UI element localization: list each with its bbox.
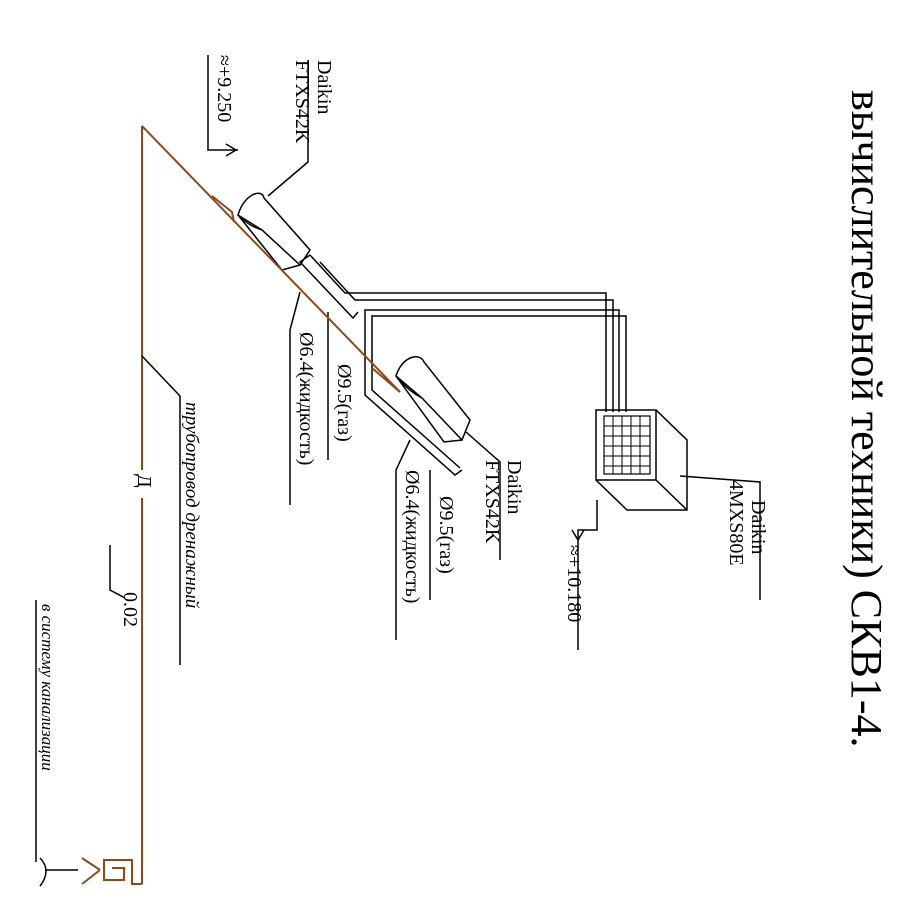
indoor-unit-a-body — [237, 192, 311, 267]
indoor-unit-a-front — [237, 214, 263, 231]
indoor-unit-b-brand: Daikin — [503, 460, 525, 514]
diagram-title: вычислительной техники) СКВ1-4. — [842, 90, 891, 747]
indoor-unit-b-body — [395, 356, 471, 442]
outdoor-unit: Daikin 4MXS80E ≈+10.180 — [563, 409, 769, 650]
indoor-a-level-leader — [207, 55, 238, 151]
sewer-symbol — [39, 857, 47, 887]
indoor-unit-a-brand: Daikin — [313, 60, 335, 114]
indoor-unit-b-front — [395, 375, 423, 399]
sewer-label: в систему канализации — [38, 604, 57, 771]
slope-label: 0.02 — [119, 592, 141, 627]
drain-a-stub — [211, 195, 235, 223]
title-group: вычислительной техники) СКВ1-4. — [842, 90, 891, 747]
pipe-b-gas-label: Ø9.5(газ) — [435, 496, 457, 574]
pipe-b-liquid-leader — [395, 439, 411, 640]
outdoor-unit-model: 4MXS80E — [725, 480, 747, 566]
outdoor-level-leader — [577, 500, 598, 650]
pipe-a-gas-line — [309, 254, 607, 412]
indoor-unit-b-model: FTXS42K — [481, 460, 503, 544]
outdoor-level-label: ≈+10.180 — [563, 545, 585, 622]
drain-diagonal — [141, 125, 401, 393]
indoor-unit-b-leader — [465, 431, 501, 560]
indoor-unit-a-model: FTXS42K — [291, 60, 313, 144]
pipe-b-gas-line — [364, 309, 620, 476]
refrigerant-pipes — [298, 254, 627, 476]
pipe-a-outer — [298, 254, 359, 320]
outdoor-unit-leader — [679, 475, 761, 600]
pipe-a-liquid-line — [319, 261, 614, 412]
outdoor-unit-edges — [596, 410, 688, 511]
pipe-a-liquid-label: Ø6.4(жидкость) — [295, 332, 317, 465]
indoor-unit-a: Daikin FTXS42K ≈+9.250 Ø9.5(газ) Ø6.4(жи… — [207, 55, 355, 505]
outdoor-level-arrow — [571, 529, 585, 542]
indoor-a-level-arrow — [225, 143, 238, 157]
outdoor-unit-brand: Daikin — [747, 500, 769, 554]
outdoor-unit-grille — [603, 415, 651, 475]
drain-label: трубопровод дренажный — [181, 402, 202, 609]
drain-mark-bg — [130, 470, 154, 498]
pipe-a-gas-label: Ø9.5(газ) — [333, 364, 355, 442]
drain-mark: Д — [133, 474, 155, 488]
drain-funnel — [81, 857, 101, 885]
drain-label-leader — [141, 355, 181, 665]
drain-pipe: трубопровод дренажный Д 0.02 в систему к… — [35, 125, 401, 887]
indoor-unit-b: Daikin FTXS42K Ø9.5(газ) Ø6.4(жидкость) — [395, 356, 525, 640]
indoor-unit-a-leader — [267, 60, 309, 197]
slope-arrow — [109, 545, 126, 599]
pipe-b-liquid-line — [371, 315, 627, 469]
pipe-a-liquid-leader — [289, 291, 301, 505]
drain-trap — [103, 859, 142, 885]
indoor-unit-b-base — [395, 375, 463, 443]
indoor-a-level-label: ≈+9.250 — [213, 55, 235, 122]
outdoor-unit-grille-lines — [604, 416, 650, 474]
pipe-b-liquid-label: Ø6.4(жидкость) — [401, 470, 423, 603]
